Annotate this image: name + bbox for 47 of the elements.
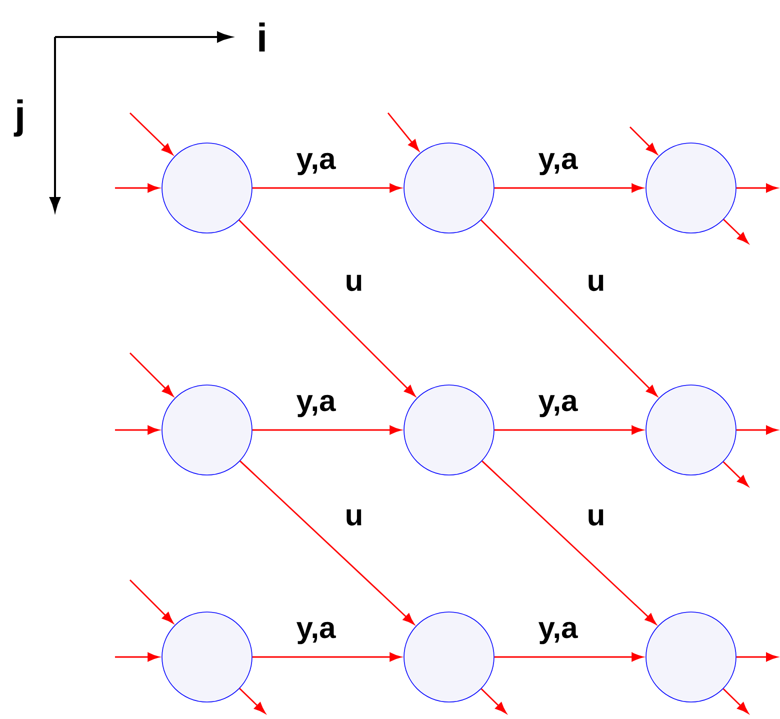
state-circle <box>646 612 736 702</box>
arrow <box>238 220 416 396</box>
arrow <box>494 183 644 192</box>
arrow <box>482 460 656 625</box>
arrow <box>252 652 402 662</box>
arrow <box>130 112 174 155</box>
state-circle <box>162 384 252 476</box>
arrow <box>480 220 658 396</box>
arrow <box>736 425 778 434</box>
axis-label: i <box>259 22 265 52</box>
arrow <box>239 688 266 714</box>
arrow <box>252 425 402 434</box>
edge-label: y,a <box>538 394 578 418</box>
edge-label: y,a <box>538 622 578 644</box>
edge-label: y,a <box>538 152 578 176</box>
edge-label: u <box>588 274 604 292</box>
arrow <box>130 352 174 396</box>
state-circle <box>404 142 494 234</box>
state-circle <box>162 142 252 234</box>
edge-label: y,a <box>296 622 336 644</box>
arrow <box>494 425 644 434</box>
arrow <box>115 425 160 434</box>
state-circle <box>404 384 494 476</box>
edge-label: u <box>346 509 362 526</box>
state-circle <box>404 612 494 702</box>
edge-label: y,a <box>296 152 336 176</box>
state-circle <box>162 612 252 702</box>
edge-label: u <box>346 274 362 292</box>
edge-label: u <box>588 509 604 526</box>
state-circle <box>646 142 736 234</box>
arrow <box>736 652 778 662</box>
arrow <box>723 219 749 244</box>
state-circle <box>646 384 736 476</box>
arrow <box>387 112 420 152</box>
arrow <box>494 652 644 662</box>
arrow <box>630 126 658 154</box>
arrow <box>722 688 749 714</box>
arrow <box>115 183 160 192</box>
arrow <box>240 460 414 625</box>
arrow <box>480 688 507 714</box>
arrow <box>722 461 749 487</box>
edge-label: y,a <box>296 394 336 418</box>
arrow <box>736 183 778 192</box>
arrow <box>130 580 174 624</box>
axis-label: j <box>14 99 23 137</box>
arrow <box>115 652 160 662</box>
arrow <box>252 183 402 192</box>
